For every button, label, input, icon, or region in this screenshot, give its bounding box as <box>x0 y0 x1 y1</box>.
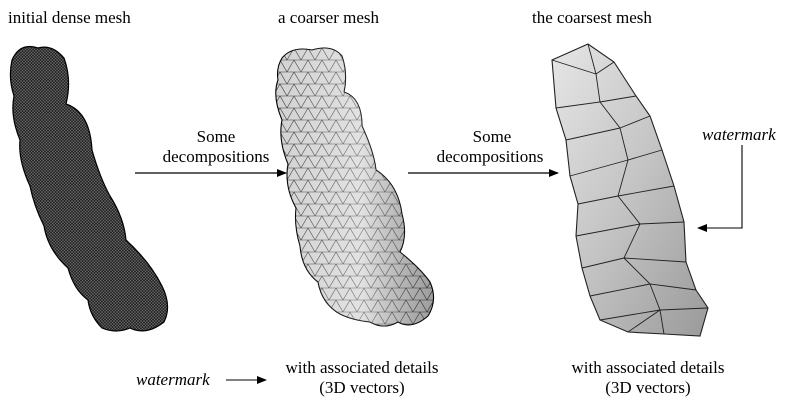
second-arrow-label-line2: decompositions <box>420 147 560 167</box>
caption-coarser-line1: with associated details <box>262 358 462 378</box>
caption-coarser-line2: (3D vectors) <box>262 378 462 398</box>
first-arrow-label-line1: Some <box>176 127 256 147</box>
coarser-mesh-shading <box>276 48 434 326</box>
dense-mesh-shape <box>10 47 167 332</box>
watermark-label-right: watermark <box>702 125 776 145</box>
watermark-label-bottom: watermark <box>136 370 210 390</box>
caption-coarsest-line2: (3D vectors) <box>548 378 748 398</box>
arrow-watermark-right <box>698 145 742 228</box>
second-arrow-label-line1: Some <box>452 127 532 147</box>
caption-coarsest-line1: with associated details <box>548 358 748 378</box>
first-arrow-label-line2: decompositions <box>146 147 286 167</box>
coarsest-mesh-shape <box>552 44 708 336</box>
